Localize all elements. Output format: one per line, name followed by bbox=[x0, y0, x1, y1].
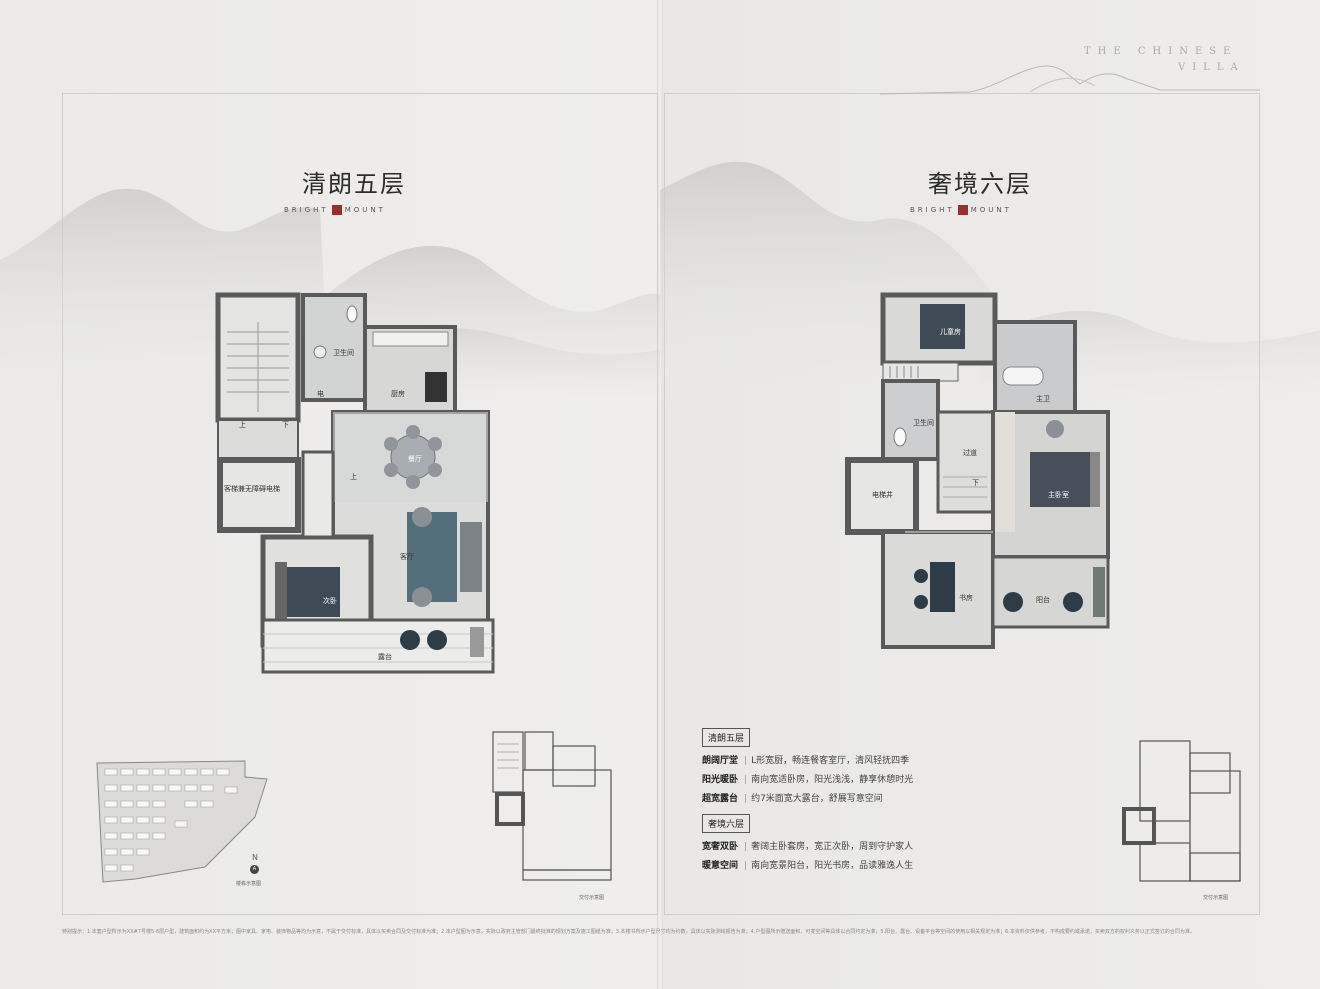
brand-line2: VILLA bbox=[1178, 62, 1245, 73]
delivery-caption-right: 交付示意图 bbox=[1203, 895, 1229, 901]
floorplan-floor5 bbox=[215, 292, 495, 674]
right-subtitle: BRIGHT MOUNT bbox=[910, 205, 1012, 215]
delivery-plan-floor6 bbox=[1122, 740, 1241, 882]
feature-divider: | bbox=[744, 756, 748, 766]
room-label-wc: 卫生间 bbox=[333, 349, 354, 357]
feature-row: 宽奢双卧 |奢阔主卧套房，宽正次卧，周到守护家人 bbox=[702, 839, 992, 852]
floor5-feature-list: 朗阔厅堂|L形宽厨，畅连餐客室厅，清风轻抚四季阳光暖卧|南向宽适卧房，阳光浅浅，… bbox=[702, 753, 992, 804]
feature-divider: | bbox=[744, 861, 748, 871]
room-label-kitchen: 厨房 bbox=[391, 390, 405, 398]
feature-key: 阳光暖卧 bbox=[702, 775, 739, 785]
feature-value: 南向宽景阳台，阳光书房，品读雅逸人生 bbox=[751, 861, 914, 871]
room-label-elec: 电 bbox=[317, 390, 324, 398]
feature-value: L形宽厨，畅连餐客室厅，清风轻抚四季 bbox=[751, 756, 910, 766]
left-title: 清朗五层 bbox=[302, 170, 406, 198]
feature-key: 宽奢双卧 bbox=[702, 842, 739, 852]
room-label-study: 书房 bbox=[959, 594, 973, 602]
feature-divider: | bbox=[744, 842, 748, 852]
room-label-living: 客厅 bbox=[400, 553, 414, 561]
site-plan-map bbox=[96, 760, 268, 883]
room-label-terrace: 露台 bbox=[378, 653, 392, 661]
floor5-tag: 清朗五层 bbox=[702, 728, 751, 747]
feature-legend: 清朗五层 朗阔厅堂|L形宽厨，畅连餐客室厅，清风轻抚四季阳光暖卧|南向宽适卧房，… bbox=[702, 726, 992, 877]
feature-divider: | bbox=[744, 775, 748, 785]
room-label-bedroom: 次卧 bbox=[323, 597, 337, 605]
floor6-tag: 奢境六层 bbox=[702, 814, 751, 833]
room-label-elevator-shaft: 电梯井 bbox=[872, 491, 893, 499]
book-spine bbox=[657, 0, 663, 989]
feature-row: 超宽露台 |约7米面宽大露台，舒展写意空间 bbox=[702, 791, 992, 804]
footnote: 特别提示：1.本套户型所示为XX#7号楼5-6层户型，建筑面积约为XX平方米；图… bbox=[62, 929, 1195, 935]
right-title: 奢境六层 bbox=[928, 170, 1032, 198]
left-frame bbox=[62, 93, 658, 915]
room-label-up2: 上 bbox=[350, 473, 357, 481]
right-subtitle-b: MOUNT bbox=[970, 206, 1012, 214]
left-subtitle: BRIGHT MOUNT bbox=[284, 205, 386, 215]
feature-key: 朗阔厅堂 bbox=[702, 756, 739, 766]
right-subtitle-a: BRIGHT bbox=[910, 206, 955, 214]
room-label-master-bath: 主卫 bbox=[1036, 395, 1050, 403]
seal-icon bbox=[957, 205, 968, 215]
room-label-master: 主卧室 bbox=[1048, 491, 1069, 499]
seal-icon bbox=[331, 205, 342, 215]
room-label-down: 下 bbox=[972, 479, 979, 487]
left-subtitle-b: MOUNT bbox=[344, 206, 386, 214]
feature-value: 南向宽适卧房，阳光浅浅，静享休憩时光 bbox=[751, 775, 914, 785]
feature-divider: | bbox=[744, 794, 748, 804]
feature-row: 阳光暖卧 |南向宽适卧房，阳光浅浅，静享休憩时光 bbox=[702, 772, 992, 785]
room-label-corridor: 过道 bbox=[963, 449, 977, 457]
floorplan-floor6 bbox=[845, 292, 1110, 649]
delivery-plan-floor5 bbox=[492, 731, 612, 881]
room-label-down: 下 bbox=[282, 421, 289, 429]
north-label: N bbox=[252, 853, 258, 862]
brand-line1: THE CHINESE bbox=[1084, 46, 1238, 57]
feature-value: 约7米面宽大露台，舒展写意空间 bbox=[751, 794, 883, 804]
room-label-balcony: 阳台 bbox=[1036, 596, 1050, 604]
feature-row: 朗阔厅堂 |L形宽厨，畅连餐客室厅，清风轻抚四季 bbox=[702, 753, 992, 766]
north-mark: A bbox=[252, 866, 257, 872]
room-label-kids: 儿童房 bbox=[940, 328, 961, 336]
floor6-feature-list: 宽奢双卧 |奢阔主卧套房，宽正次卧，周到守护家人暖意空间 |南向宽景阳台，阳光书房，… bbox=[702, 839, 992, 871]
north-mark-icon: A bbox=[250, 865, 259, 874]
room-label-elevator: 客梯兼无障碍电梯 bbox=[224, 485, 280, 493]
left-subtitle-a: BRIGHT bbox=[284, 206, 329, 214]
feature-row: 暖意空间 |南向宽景阳台，阳光书房，品读雅逸人生 bbox=[702, 858, 992, 871]
site-plan-caption: 楼栋示意图 bbox=[236, 881, 262, 887]
room-label-bath: 卫生间 bbox=[913, 419, 934, 427]
feature-value: 奢阔主卧套房，宽正次卧，周到守护家人 bbox=[751, 842, 914, 852]
right-frame bbox=[664, 93, 1260, 915]
room-label-dining: 餐厅 bbox=[408, 455, 422, 463]
feature-key: 超宽露台 bbox=[702, 794, 739, 804]
brand-mountain-line bbox=[880, 65, 1260, 95]
feature-key: 暖意空间 bbox=[702, 861, 739, 871]
room-label-up: 上 bbox=[239, 421, 246, 429]
delivery-caption-left: 交付示意图 bbox=[579, 895, 605, 901]
